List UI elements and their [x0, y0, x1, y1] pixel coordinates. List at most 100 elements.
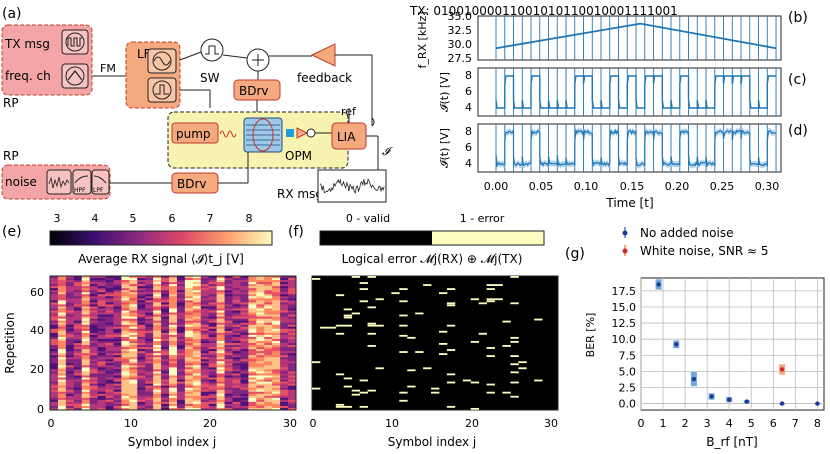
heatmap-cell: [216, 389, 225, 393]
heatmap-cell: [113, 290, 122, 293]
heatmap-cell: [161, 324, 170, 328]
heatmap-cell: [105, 324, 114, 328]
t-xtick-0: 0.00: [484, 180, 509, 193]
heatmap-cell: [105, 322, 114, 326]
heatmap-cell: [224, 371, 233, 374]
f-colorbar-label: Logical error 𝓜j(RX) ⊕ 𝓜j(TX): [342, 252, 523, 266]
heatmap-cell: [50, 338, 59, 342]
heatmap-cell: [272, 328, 281, 332]
heatmap-cell: [280, 353, 289, 356]
heatmap-cell: [89, 310, 99, 313]
heatmap-cell: [216, 399, 225, 403]
heatmap-cell: [121, 316, 130, 320]
heatmap-cell: [89, 320, 99, 324]
heatmap-cell: [97, 349, 106, 352]
heatmap-cell: [145, 334, 154, 338]
heatmap-cell: [105, 302, 114, 305]
heatmap-cell: [89, 276, 99, 279]
heatmap-cell: [264, 314, 273, 318]
error-cell: [510, 340, 519, 343]
heatmap-cell: [184, 357, 194, 360]
heatmap-cell: [81, 407, 91, 411]
heatmap-cell: [232, 306, 241, 309]
heatmap-cell: [256, 401, 265, 405]
heatmap-cell: [288, 322, 297, 326]
heatmap-cell: [97, 407, 106, 411]
heatmap-cell: [97, 324, 106, 328]
heatmap-cell: [272, 385, 281, 389]
heatmap-cell: [232, 385, 241, 389]
heatmap-cell: [248, 334, 257, 338]
heatmap-cell: [161, 347, 170, 350]
heatmap-cell: [89, 407, 99, 411]
heatmap-cell: [50, 280, 59, 283]
heatmap-cell: [169, 282, 178, 285]
heatmap-cell: [280, 359, 289, 362]
heatmap-cell: [192, 383, 202, 387]
heatmap-cell: [216, 300, 225, 303]
heatmap-cell: [129, 328, 138, 332]
heatmap-cell: [272, 340, 281, 344]
data-point: [691, 376, 697, 382]
b-ylabel: f_RX [kHz]: [416, 11, 429, 68]
heatmap-cell: [264, 322, 273, 326]
heatmap-cell: [153, 387, 162, 391]
heatmap-cell: [73, 336, 83, 340]
heatmap-cell: [137, 338, 146, 342]
heatmap-cell: [161, 399, 170, 403]
heatmap-cell: [272, 403, 281, 407]
f-error-cells: [312, 276, 543, 410]
heatmap-cell: [224, 286, 233, 289]
heatmap-cell: [113, 399, 122, 403]
heatmap-cell: [288, 284, 297, 287]
heatmap-cell: [216, 292, 225, 295]
heatmap-cell: [184, 389, 194, 393]
heatmap-cell: [256, 399, 265, 403]
heatmap-cell: [248, 330, 257, 334]
heatmap-cell: [288, 280, 297, 283]
heatmap-cell: [153, 334, 162, 338]
heatmap-cell: [129, 353, 138, 356]
heatmap-cell: [272, 355, 281, 358]
heatmap-cell: [65, 292, 75, 295]
heatmap-cell: [280, 345, 289, 348]
heatmap-cell: [248, 296, 257, 299]
heatmap-cell: [97, 345, 106, 348]
heatmap-cell: [113, 280, 122, 283]
heatmap-cell: [137, 397, 146, 401]
heatmap-cell: [272, 324, 281, 328]
heatmap-cell: [240, 403, 249, 407]
heatmap-cell: [65, 389, 75, 393]
heatmap-cell: [216, 324, 225, 328]
heatmap-cell: [200, 345, 210, 348]
g-xtick: 7: [792, 417, 799, 430]
heatmap-cell: [176, 314, 186, 318]
heatmap-cell: [232, 278, 241, 281]
heatmap-cell: [272, 383, 281, 387]
heatmap-cell: [50, 298, 59, 301]
heatmap-cell: [184, 397, 194, 401]
heatmap-cell: [161, 387, 170, 391]
heatmap-cell: [184, 284, 194, 287]
heatmap-cell: [176, 334, 186, 338]
heatmap-cell: [153, 298, 162, 301]
heatmap-cell: [50, 353, 59, 356]
heatmap-cell: [81, 278, 91, 281]
heatmap-cell: [280, 369, 289, 372]
heatmap-cell: [184, 395, 194, 399]
heatmap-cell: [105, 363, 114, 366]
heatmap-cell: [137, 280, 146, 283]
heatmap-cell: [248, 381, 257, 385]
heatmap-cell: [272, 367, 281, 370]
heatmap-cell: [169, 284, 178, 287]
error-cell: [375, 367, 384, 370]
heatmap-cell: [129, 284, 138, 287]
heatmap-cell: [89, 357, 99, 360]
heatmap-cell: [264, 294, 273, 297]
heatmap-cell: [65, 363, 75, 366]
heatmap-cell: [192, 338, 202, 342]
heatmap-cell: [97, 393, 106, 397]
heatmap-cell: [256, 375, 265, 378]
heatmap-cell: [248, 357, 257, 360]
heatmap-cell: [240, 357, 249, 360]
